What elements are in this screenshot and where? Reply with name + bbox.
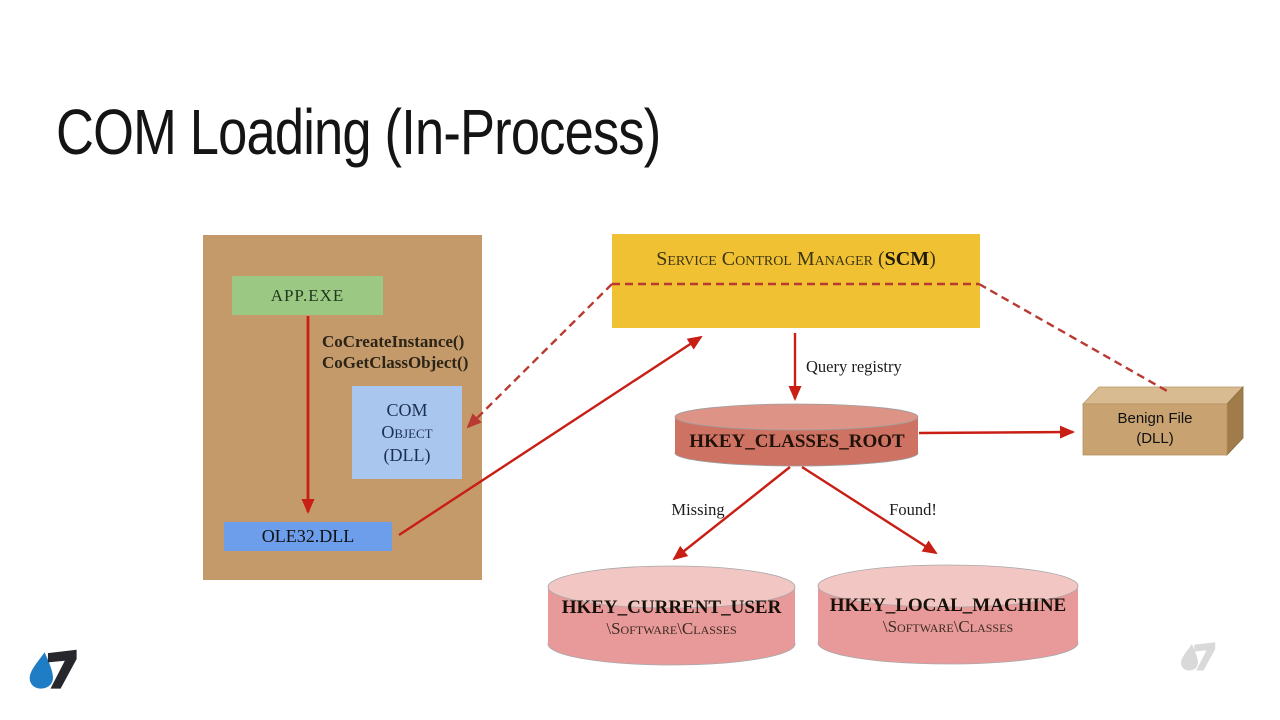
hkey-classes-root-label: HKEY_CLASSES_ROOT [689, 431, 905, 452]
ole32-box: OLE32.DLL [224, 522, 392, 551]
hkey-current-user-label: HKEY_CURRENT_USER \Software\Classes [548, 597, 795, 639]
scm-label-prefix: Service Control Manager ( [656, 248, 885, 270]
logo-drop-icon [29, 652, 53, 689]
scm-box: Service Control Manager (SCM) [612, 234, 980, 328]
benign-file-line2: (DLL) [1136, 429, 1174, 447]
com-object-line2: Object [381, 422, 433, 443]
page-title: COM Loading (In-Process) [56, 95, 661, 168]
benign-file-label: Benign File (DLL) [1083, 409, 1227, 448]
rapid7-logo [29, 649, 77, 689]
logo-seven-icon [47, 649, 77, 689]
dashed-arrow-scm-to-com-object [466, 283, 613, 429]
hkey-local-machine-label: HKEY_LOCAL_MACHINE \Software\Classes [818, 595, 1078, 637]
scm-label-bold: SCM [884, 248, 930, 270]
missing-label: Missing [671, 500, 725, 519]
found-label: Found! [889, 500, 937, 519]
arrow-hkcr-to-benign-file [918, 425, 1075, 439]
hkcu-path: \Software\Classes [606, 619, 737, 638]
watermark-seven-icon [1194, 642, 1216, 671]
watermark-drop-icon [1181, 644, 1198, 671]
app-exe-label: APP.EXE [270, 285, 345, 305]
com-object-box: COM Object (DLL) [352, 386, 462, 479]
app-exe-box: APP.EXE [232, 276, 383, 315]
hklm-name: HKEY_LOCAL_MACHINE [829, 595, 1067, 616]
com-object-line3: (DLL) [383, 444, 431, 465]
cocreateinstance-label: CoCreateInstance() [322, 332, 465, 351]
cogetclassobject-label: CoGetClassObject() [322, 352, 469, 372]
hkcu-name: HKEY_CURRENT_USER [561, 597, 782, 618]
rapid7-logo-watermark [1181, 642, 1216, 671]
com-object-line1: COM [386, 399, 428, 420]
query-registry-label: Query registry [806, 357, 902, 376]
scm-label-suffix: ) [929, 248, 936, 270]
dashed-line-scm-to-benign-file [978, 282, 1168, 393]
api-calls-text: CoCreateInstance() CoGetClassObject() [322, 332, 468, 373]
ole32-label: OLE32.DLL [261, 526, 355, 546]
hklm-path: \Software\Classes [882, 617, 1014, 636]
benign-file-line1: Benign File [1117, 410, 1193, 427]
